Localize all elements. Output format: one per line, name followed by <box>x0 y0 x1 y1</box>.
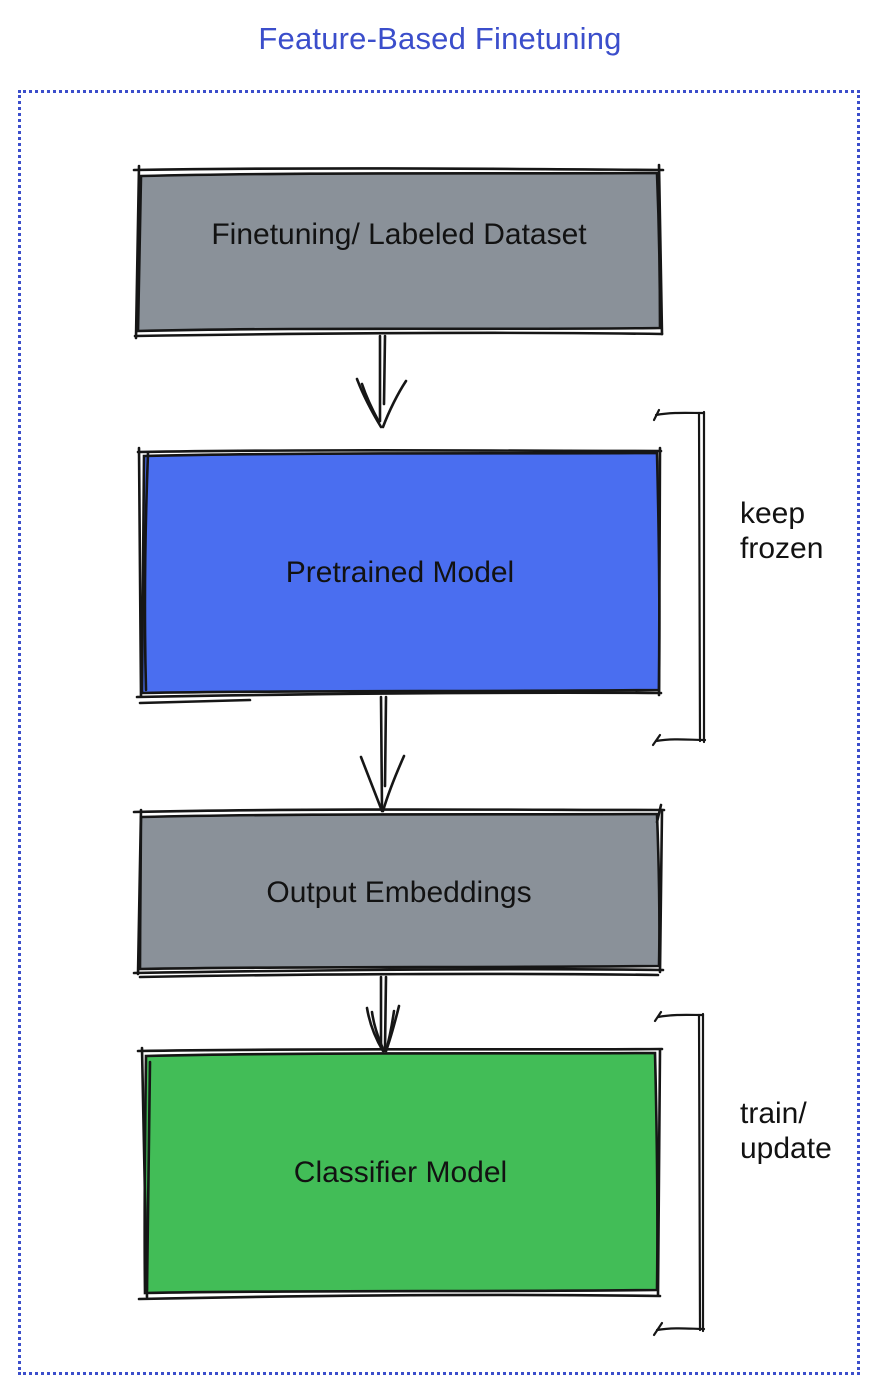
keep-frozen-line2: frozen <box>740 532 824 565</box>
train-update-bracket <box>652 1010 706 1337</box>
train-update-label: train/ update <box>740 1096 832 1166</box>
arrow-pretrained-to-embeddings <box>359 695 406 813</box>
keep-frozen-bracket <box>651 408 707 747</box>
train-update-line1: train/ <box>740 1097 807 1130</box>
pretrained-box <box>135 446 663 705</box>
embeddings-box <box>132 803 666 979</box>
arrow-embeddings-to-classifier <box>365 975 401 1053</box>
page-title: Feature-Based Finetuning <box>258 21 622 56</box>
embeddings-box-shape <box>138 812 661 971</box>
keep-frozen-line1: keep <box>740 497 806 530</box>
dataset-box <box>132 163 665 340</box>
classifier-box <box>136 1046 664 1301</box>
train-update-line2: update <box>740 1132 832 1165</box>
diagram-frame <box>18 90 860 1375</box>
pretrained-box-shape <box>140 451 661 695</box>
classifier-box-shape <box>143 1051 659 1295</box>
arrow-dataset-to-pretrained <box>355 334 408 429</box>
dataset-box-shape <box>136 171 662 333</box>
keep-frozen-label: keep frozen <box>740 496 823 566</box>
